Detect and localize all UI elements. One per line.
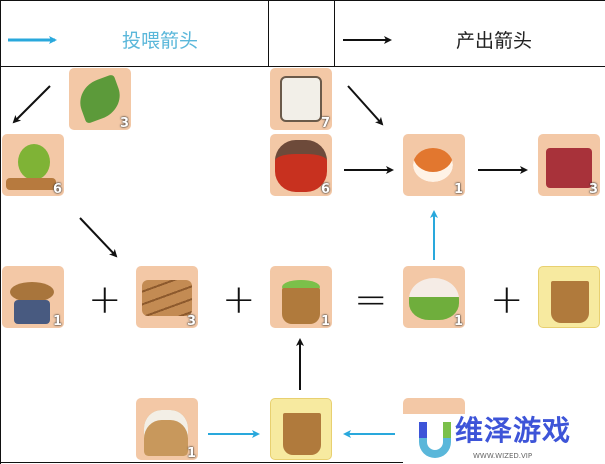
item-count: 7: [320, 116, 330, 131]
header-left-border: [0, 0, 1, 66]
item-leaves[interactable]: 3: [69, 68, 131, 130]
item-treasure-chest[interactable]: 3: [538, 134, 600, 196]
item-empty-bucket-input[interactable]: [270, 398, 332, 460]
item-stove[interactable]: 1: [2, 266, 64, 328]
header-divider-2: [334, 0, 335, 66]
clothes-icon: [280, 76, 322, 122]
arrow-leaves-to-granary: [12, 85, 51, 124]
watermark-logo-icon: [419, 422, 451, 458]
item-firewood[interactable]: 3: [136, 266, 198, 328]
item-count: 3: [186, 314, 196, 329]
watermark-name: 维泽游戏: [455, 414, 572, 447]
body-bottom-border: [0, 462, 403, 463]
arrow-clothes-to-koi: [347, 85, 384, 126]
chest-icon: [546, 148, 592, 188]
item-rice-sack[interactable]: 1: [136, 398, 198, 460]
item-count: 1: [453, 314, 463, 329]
item-count: 6: [320, 182, 330, 197]
rice-sack-icon: [144, 410, 188, 456]
item-count: 3: [588, 182, 598, 197]
item-count: 3: [119, 116, 129, 131]
jar-icon: [275, 140, 327, 192]
item-count: 1: [320, 314, 330, 329]
header-divider-1: [268, 0, 269, 66]
firewood-icon: [142, 280, 192, 316]
item-bucket-with-leaves[interactable]: 1: [270, 266, 332, 328]
zongzi-icon: [409, 278, 459, 320]
leaves-icon: [73, 73, 127, 125]
item-zongzi[interactable]: 1: [403, 266, 465, 328]
item-count: 6: [52, 182, 62, 197]
stove-icon: [14, 300, 50, 324]
bird-icon: [18, 144, 50, 180]
koi-icon: [413, 148, 453, 182]
item-count: 1: [453, 182, 463, 197]
equals-sign: =: [354, 277, 388, 323]
log-icon: [6, 178, 56, 190]
header-bottom-border: [0, 66, 605, 67]
item-wine-jar[interactable]: 6: [270, 134, 332, 196]
plus-sign: +: [490, 277, 524, 323]
plus-sign: +: [88, 277, 122, 323]
bucket-icon: [282, 288, 320, 324]
item-white-clothes[interactable]: 7: [270, 68, 332, 130]
item-granary-bird[interactable]: 6: [2, 134, 64, 196]
output-arrow-label: 产出箭头: [456, 30, 533, 52]
plus-sign: +: [222, 277, 256, 323]
item-empty-bucket[interactable]: [538, 266, 600, 328]
item-count: 1: [186, 446, 196, 461]
watermark-url: WWW.WIZED.VIP: [473, 452, 533, 460]
bucket-icon: [283, 413, 321, 455]
header-top-border: [0, 0, 605, 1]
body-left-border: [0, 66, 1, 464]
feed-arrow-label: 投喂箭头: [122, 30, 199, 52]
arrow-granary-to-firewood: [79, 217, 118, 258]
watermark: 维泽游戏 WWW.WIZED.VIP: [403, 414, 605, 464]
pot-icon: [10, 282, 54, 302]
item-koi-fish[interactable]: 1: [403, 134, 465, 196]
bucket-icon: [551, 281, 589, 323]
item-count: 1: [52, 314, 62, 329]
